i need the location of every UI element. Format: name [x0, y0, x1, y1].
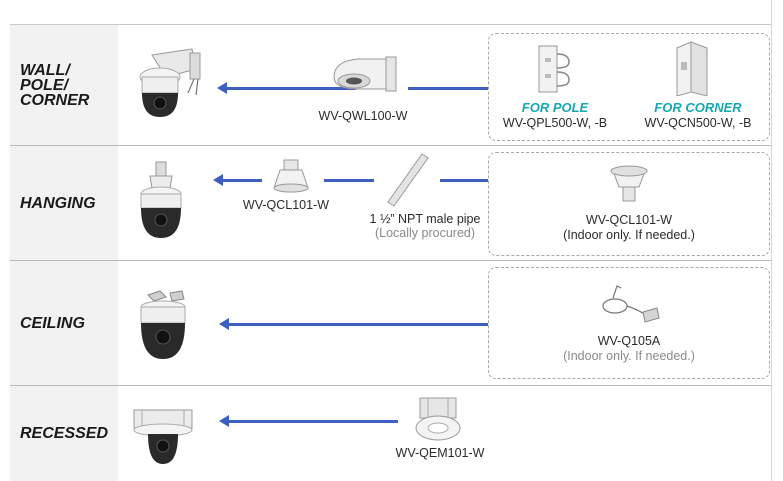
arrow-wall-to-camera — [217, 82, 356, 94]
row-media-ceiling: WV-Q105A (Indoor only. If needed.) — [118, 261, 771, 385]
optional-safety-wire-box: WV-Q105A (Indoor only. If needed.) — [488, 267, 770, 379]
arrow-ceiling-to-camera — [219, 318, 496, 330]
row-wall-pole-corner: WALL/ POLE/ CORNER — [10, 25, 771, 146]
embedded-mount-bracket-icon — [414, 394, 462, 444]
connector-line-hanging-2 — [440, 179, 490, 182]
row-label-recessed: RECESSED — [10, 386, 118, 481]
hanging-camera-icon — [136, 160, 186, 242]
row-ceiling: CEILING — [10, 261, 771, 386]
option-part-q105a: WV-Q105A — [597, 334, 661, 348]
connector-line-hanging-1 — [324, 179, 374, 182]
option-note-hanging: (Indoor only. If needed.) — [563, 228, 695, 242]
option-part-qcl101: WV-QCL101-W — [585, 213, 673, 227]
row-media-wall: WV-QWL100-W — [118, 25, 771, 145]
option-part-corner: WV-QCN500-W, -B — [644, 116, 752, 130]
safety-wire-icon — [599, 280, 663, 324]
row-label-ceiling: CEILING — [10, 261, 118, 385]
option-part-pole: WV-QPL500-W, -B — [502, 116, 608, 130]
pipe-label: 1 ½” NPT male pipe — [369, 212, 481, 226]
pipe-note: (Locally procured) — [374, 226, 476, 240]
row-hanging: HANGING WV-QCL101-W — [10, 146, 771, 261]
recessed-camera-icon — [130, 402, 196, 468]
arrow-hanging-to-camera — [213, 174, 262, 186]
option-note-ceiling: (Indoor only. If needed.) — [563, 349, 695, 363]
optional-ceiling-bracket-box: WV-QCL101-W (Indoor only. If needed.) — [488, 152, 770, 256]
ceiling-camera-icon — [134, 289, 192, 361]
pole-mount-bracket-icon — [535, 40, 571, 96]
option-heading-corner: FOR CORNER — [654, 100, 742, 115]
part-label-qwl100: WV-QWL100-W — [318, 109, 408, 123]
right-rule — [771, 0, 772, 481]
part-label-qem101: WV-QEM101-W — [395, 446, 485, 460]
row-label-hanging: HANGING — [10, 146, 118, 260]
option-heading-pole: FOR POLE — [521, 100, 589, 115]
optional-ceiling-bracket-icon — [607, 163, 651, 203]
arrow-recessed-to-camera — [219, 415, 398, 427]
row-media-recessed: WV-QEM101-W — [118, 386, 771, 481]
connector-line-wall — [408, 87, 498, 90]
wall-mounted-camera-icon — [130, 47, 210, 119]
corner-mount-bracket-icon — [671, 40, 711, 96]
part-label-qcl101: WV-QCL101-W — [242, 198, 330, 212]
optional-pole-corner-box: FOR POLE WV-QPL500-W, -B FOR CORNER WV-Q… — [488, 33, 770, 141]
top-rule — [10, 24, 771, 25]
row-media-hanging: WV-QCL101-W 1 ½” NPT male pipe (Locally … — [118, 146, 771, 260]
wall-mount-bracket-icon — [328, 53, 402, 101]
ceiling-mount-bracket-icon — [270, 158, 312, 194]
pipe-icon — [382, 150, 432, 210]
row-recessed: RECESSED — [10, 386, 771, 481]
row-label-wall: WALL/ POLE/ CORNER — [10, 25, 118, 145]
